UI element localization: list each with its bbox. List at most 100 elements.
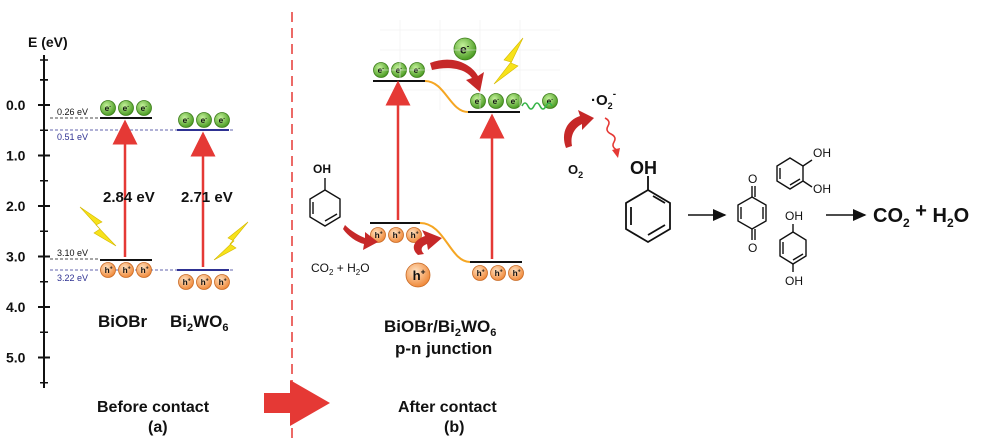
benzoquinone-structure: [737, 186, 767, 240]
reaction-pathway: OH O O OH OH OH O: [625, 146, 969, 288]
transition-arrow-icon: [264, 380, 330, 426]
axis-label: E (eV): [28, 34, 68, 50]
hydroquinone-structure: [779, 224, 807, 272]
bi2wo6-vb-label: 3.22 eV: [57, 273, 88, 283]
svg-text:h+: h+: [375, 231, 383, 240]
electron-icon: e-: [453, 37, 477, 61]
svg-text:e-: e-: [378, 66, 385, 75]
svg-text:e-: e-: [105, 104, 112, 113]
svg-text:h+: h+: [105, 266, 113, 275]
o2-reduction-arrow-icon: [563, 110, 594, 148]
electron-icon: e-: [196, 112, 212, 128]
hole-icon: h+: [118, 262, 134, 278]
energy-axis: E (eV) 0.0 1.0 2.0 3.0 4.0 5.0: [6, 34, 68, 388]
catechol-structure: [776, 157, 813, 190]
electron-icon: e-: [214, 112, 230, 128]
biobr-cb-label: 0.26 eV: [57, 107, 88, 117]
svg-text:h+: h+: [495, 269, 503, 278]
phenol-structure: [625, 176, 671, 244]
hydroquinone-oh-1: OH: [785, 209, 803, 223]
electron-icon: e-: [506, 93, 522, 109]
superoxide-wave: [604, 117, 618, 151]
vb-bending-curve: [419, 222, 471, 263]
phenol-oxidation-arrow-icon: [343, 225, 378, 250]
hole-icon: h+: [196, 274, 212, 290]
lightning-icon: [79, 206, 117, 247]
phenol-oh: OH: [630, 158, 657, 178]
electron-wave: [521, 102, 553, 110]
final-products: CO2 + H2O: [873, 200, 969, 230]
svg-text:h+: h+: [123, 266, 131, 275]
hole-icon: h+: [214, 274, 230, 290]
electron-icon: e-: [178, 112, 194, 128]
svg-text:e-: e-: [460, 41, 470, 56]
svg-text:e-: e-: [219, 116, 226, 125]
svg-text:h+: h+: [411, 231, 419, 240]
axis-tick-label: 4.0: [6, 299, 26, 315]
svg-text:e-: e-: [493, 97, 500, 106]
cb-bending-curve: [424, 80, 469, 113]
phenol-small-oh: OH: [313, 162, 331, 176]
lightning-icon: [493, 37, 524, 85]
svg-text:e-: e-: [396, 66, 403, 75]
bi2wo6-cb-label: 0.51 eV: [57, 132, 88, 142]
o2-label: O2: [568, 162, 583, 180]
svg-text:e-: e-: [201, 116, 208, 125]
axis-tick-label: 0.0: [6, 97, 26, 113]
quinone-o-bottom: O: [748, 241, 757, 255]
lightning-icon: [213, 221, 249, 261]
electron-icon: e-: [488, 93, 504, 109]
axis-ticks: 0.0 1.0 2.0 3.0 4.0 5.0: [6, 59, 50, 384]
svg-text:h+: h+: [141, 266, 149, 275]
hole-icon: h+: [508, 265, 524, 281]
svg-text:e-: e-: [141, 104, 148, 113]
panel-b-tag: (b): [444, 419, 464, 436]
co2-h2o-label: CO2 + H2O: [311, 261, 370, 277]
junction-type: p-n junction: [395, 339, 492, 358]
hole-icon: h+: [490, 265, 506, 281]
biobr-name: BiOBr: [98, 312, 148, 331]
svg-text:e-: e-: [183, 116, 190, 125]
svg-text:h+: h+: [201, 278, 209, 287]
svg-text:h+: h+: [393, 231, 401, 240]
panel-b: ·O2- O2 OH CO2 + H2O BiOBr/Bi2WO6 p-n ju…: [309, 20, 620, 436]
axis-tick-label: 1.0: [6, 148, 26, 164]
svg-text:e-: e-: [414, 66, 421, 75]
superoxide-label: ·O2-: [591, 89, 616, 111]
phenol-small-structure: [309, 178, 341, 227]
electron-icon: e-: [542, 93, 558, 109]
panel-a-tag: (a): [148, 419, 168, 436]
svg-text:e-: e-: [547, 97, 554, 106]
junction-name: BiOBr/Bi2WO6: [384, 317, 496, 339]
svg-text:h+: h+: [183, 278, 191, 287]
hole-icon: h+: [100, 262, 116, 278]
svg-text:h+: h+: [219, 278, 227, 287]
hole-icon: h+: [472, 265, 488, 281]
hole-icon: h+: [405, 262, 431, 288]
svg-text:e-: e-: [123, 104, 130, 113]
hole-icon: h+: [136, 262, 152, 278]
panel-a-caption: Before contact: [97, 399, 210, 416]
hole-icon: h+: [406, 227, 422, 243]
svg-text:h+: h+: [477, 269, 485, 278]
svg-text:e-: e-: [511, 97, 518, 106]
hole-icon: h+: [388, 227, 404, 243]
catechol-oh-2: OH: [813, 182, 831, 196]
bi2wo6-gap-label: 2.71 eV: [181, 189, 233, 206]
electron-icon: e-: [136, 100, 152, 116]
svg-text:h+: h+: [513, 269, 521, 278]
hydroquinone-oh-2: OH: [785, 274, 803, 288]
hole-icon: h+: [370, 227, 386, 243]
charge-carriers: e-e-e-e-e-e-h+ h+ h+ h+ h+ h+ e-e-e-e-e-e-e-e-…: [100, 37, 558, 290]
catechol-oh-1: OH: [813, 146, 831, 160]
hole-transfer-arrow-icon: [413, 230, 442, 255]
panel-a: 0.26 eV 0.51 eV 3.10 eV 3.22 eV 2.84 eV …: [50, 107, 249, 436]
electron-icon: e-: [470, 93, 486, 109]
axis-tick-label: 2.0: [6, 198, 26, 214]
axis-tick-label: 5.0: [6, 350, 26, 366]
axis-tick-label: 3.0: [6, 249, 26, 265]
bi2wo6-name: Bi2WO6: [170, 312, 229, 334]
electron-icon: e-: [100, 100, 116, 116]
